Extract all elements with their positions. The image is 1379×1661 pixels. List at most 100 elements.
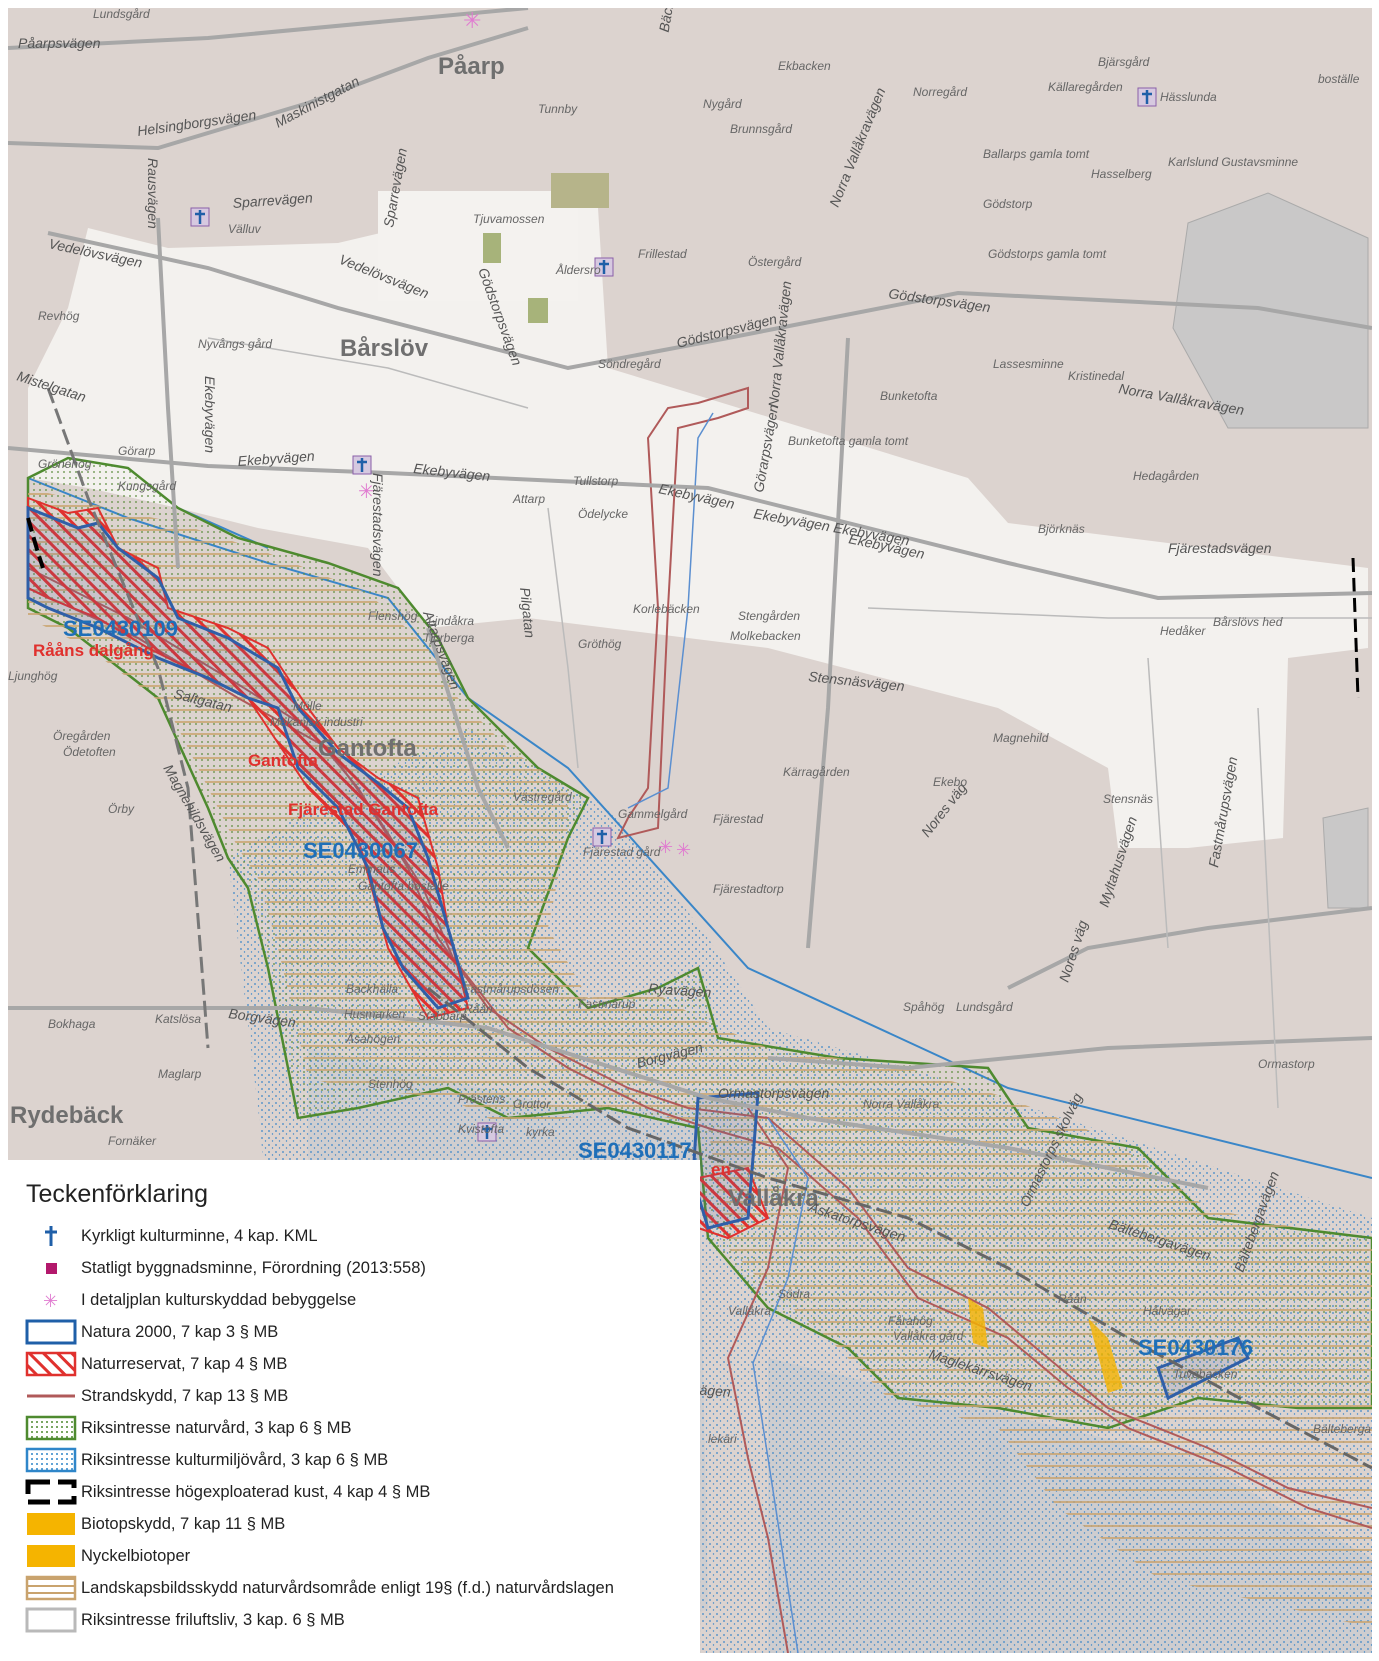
place-label: Stabbarp	[418, 1009, 467, 1023]
road-label: Ekebyvägen	[202, 376, 218, 453]
legend-label: Strandskydd, 7 kap 13 § MB	[81, 1386, 289, 1405]
natura-site-code: SE0430067	[303, 838, 418, 863]
place-label: Fastmårupsdösen	[463, 982, 559, 996]
cross-icon[interactable]	[352, 455, 372, 475]
place-label: Maglarp	[158, 1067, 202, 1081]
riks-hogexploaterad-kust-border	[26, 517, 45, 569]
legend-item-landskap: Landskapsbildsskydd naturvårdsområde enl…	[25, 1574, 614, 1602]
place-label: Ekebo	[933, 775, 967, 789]
legend-label: Riksintresse kulturmiljövård, 3 kap 6 § …	[81, 1450, 389, 1469]
cross-icon[interactable]	[594, 257, 614, 277]
square-icon	[25, 1255, 77, 1281]
place-label: Mekanisk industri	[270, 715, 363, 729]
place-label: Stenhög	[368, 1077, 413, 1091]
road-label: Fjärestadsvägen	[370, 473, 386, 577]
place-label: Hässlunda	[1160, 90, 1217, 104]
place-label: Björknäs	[1038, 522, 1085, 536]
legend-label: Riksintresse naturvård, 3 kap 6 § MB	[81, 1418, 352, 1437]
place-label: lekäri	[708, 1432, 737, 1446]
cross-icon[interactable]	[190, 207, 210, 227]
cross-icon[interactable]	[592, 827, 612, 847]
place-label: Gödstorp	[983, 197, 1033, 211]
place-label: Råån	[464, 1002, 493, 1016]
place-label: Emmaus	[348, 862, 395, 876]
place-label: Fjärestad gård	[583, 845, 661, 859]
natura-site-code: SE0430117	[578, 1138, 692, 1163]
place-label: Nygård	[703, 97, 742, 111]
place-label: Fastmårup	[578, 997, 636, 1011]
asterisk-icon[interactable]: ✳	[658, 837, 673, 857]
place-label: Görarp	[118, 444, 156, 458]
place-label: Ljunghög	[8, 669, 58, 683]
asterisk-icon: ✳	[25, 1287, 77, 1313]
place-label: Tjurberga	[423, 631, 475, 645]
field-patch	[551, 173, 609, 208]
legend-item-riks-kust: Riksintresse högexploaterad kust, 4 kap …	[25, 1478, 430, 1506]
place-label: Bälteberga	[1313, 1422, 1371, 1436]
road-label: Ryavägen	[648, 980, 712, 1000]
town-label: Bårslöv	[340, 335, 429, 362]
place-label: Ödetoften	[63, 745, 116, 759]
place-label: Molkebacken	[730, 629, 801, 643]
place-label: Västregård	[513, 790, 572, 804]
place-label: Backhälla	[346, 982, 398, 996]
legend-item-biotopskydd: Biotopskydd, 7 kap 11 § MB	[25, 1510, 285, 1538]
place-label: Kvistofta	[458, 1122, 504, 1136]
place-label: Vallåkra	[728, 1304, 771, 1318]
place-label: Åldersro	[555, 262, 601, 277]
place-label: Fornäker	[108, 1134, 157, 1148]
legend-label: I detaljplan kulturskyddad bebyggelse	[81, 1290, 357, 1309]
legend-item-nyckelbiotop: Nyckelbiotoper	[25, 1542, 190, 1570]
legend-item-byggnadsminne: Statligt byggnadsminne, Förordning (2013…	[25, 1254, 426, 1282]
town-label: Påarp	[438, 53, 505, 80]
place-label: Husmarken	[344, 1007, 406, 1021]
svg-text:✳: ✳	[43, 1291, 58, 1312]
place-label: Norra Vallåkra	[863, 1097, 940, 1111]
railway	[46, 387, 210, 1049]
place-label: Råån	[1058, 1292, 1087, 1306]
place-label: Tunnby	[538, 102, 578, 116]
place-label: Gödstorps gamla tomt	[988, 247, 1107, 261]
place-labels: Lundsgård Tunnby Ekbacken Nygård Brunnsg…	[8, 8, 1371, 1446]
place-label: Grottor	[513, 1097, 551, 1111]
biotopskydd-area	[968, 1298, 988, 1348]
place-label: kyrka	[526, 1125, 555, 1139]
field-patch	[528, 298, 548, 323]
place-label: Tullstorp	[573, 474, 618, 488]
legend-label: Nyckelbiotoper	[81, 1546, 191, 1565]
riks-kust-swatch	[25, 1479, 77, 1505]
place-label: Välluv	[228, 222, 262, 236]
place-label: Södra	[778, 1287, 810, 1301]
cross-icon[interactable]	[1137, 87, 1157, 107]
cross-icon[interactable]	[477, 1122, 497, 1142]
watercourse	[627, 412, 714, 809]
road-label: Ekebyvägen	[237, 448, 315, 469]
place-label: Hedåker	[1160, 624, 1206, 638]
place-label: Bunketofta	[880, 389, 938, 403]
legend-item-friluftsliv: Riksintresse friluftsliv, 3 kap. 6 § MB	[25, 1606, 345, 1634]
legend-item-natura: Natura 2000, 7 kap 3 § MB	[25, 1318, 278, 1346]
place-label: Söndregård	[598, 357, 661, 371]
legend-item-naturreservat: Naturreservat, 7 kap 4 § MB	[25, 1350, 287, 1378]
natura-swatch	[25, 1319, 77, 1345]
place-label: Ballarps gamla tomt	[983, 147, 1090, 161]
legend-item-riks-naturvard: Riksintresse naturvård, 3 kap 6 § MB	[25, 1414, 352, 1442]
asterisk-icon[interactable]: ✳	[463, 8, 481, 33]
natura2000-area	[26, 505, 470, 1010]
cross-icon	[25, 1223, 77, 1249]
place-label: Grönehög	[38, 457, 92, 471]
legend-label: Naturreservat, 7 kap 4 § MB	[81, 1354, 288, 1373]
place-label: Revhög	[38, 309, 80, 323]
legend-label: Riksintresse friluftsliv, 3 kap. 6 § MB	[81, 1610, 345, 1629]
asterisk-icon[interactable]: ✳	[676, 840, 691, 860]
naturreservat-swatch	[25, 1351, 77, 1377]
biotopskydd-swatch	[25, 1511, 77, 1537]
riks-hogexploaterad-kust-border	[1351, 557, 1360, 699]
place-label: Fjärestadtorp	[713, 882, 784, 896]
asterisk-icon[interactable]: ✳	[358, 481, 375, 503]
place-label: Hedagården	[1133, 469, 1199, 483]
biotopskydd-area	[1088, 1318, 1123, 1393]
place-label: Ödelycke	[578, 507, 628, 521]
place-label: Gammelgård	[618, 807, 688, 821]
legend-label: Statligt byggnadsminne, Förordning (2013…	[81, 1258, 426, 1277]
